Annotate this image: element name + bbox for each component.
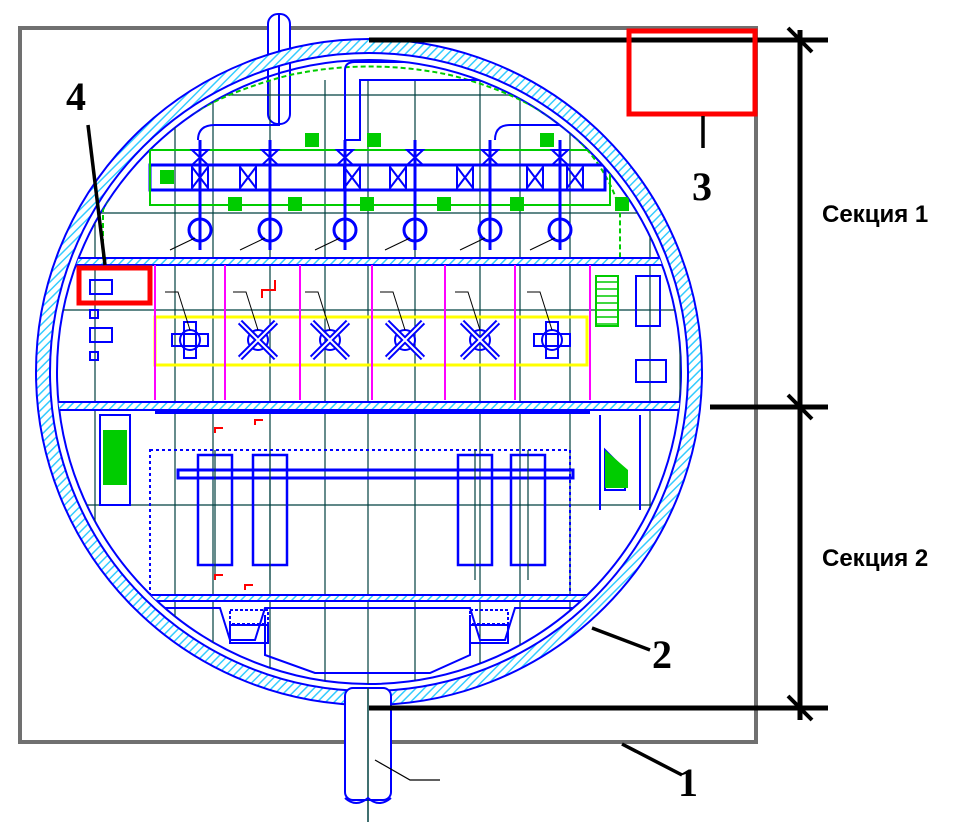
red-marker [214, 574, 223, 580]
cabinet [89, 309, 99, 319]
callout [239, 237, 266, 251]
label-3: 3 [692, 164, 712, 209]
bottom-drain-pipe [344, 687, 440, 822]
check-valve [549, 149, 571, 166]
gate-valve [239, 164, 257, 191]
callout [455, 291, 481, 331]
pump [229, 609, 269, 625]
gate-valve [566, 164, 584, 191]
cable-tray-arch [102, 65, 621, 260]
callout [380, 291, 406, 331]
label-2: 2 [652, 632, 672, 677]
stair-left [103, 430, 127, 485]
manifold-pipe [148, 163, 607, 192]
check-valve [259, 149, 281, 166]
section-2-label: Секция 2 [822, 545, 928, 572]
transformer-unit-cross [171, 321, 209, 359]
cabinet [89, 279, 113, 295]
highlight-box-4 [76, 265, 153, 306]
gate-valve [456, 164, 474, 191]
pump-valve [547, 217, 573, 243]
middle-floor-slab [57, 401, 681, 411]
green-pad [615, 197, 629, 211]
cabinet [635, 275, 661, 327]
red-marker [254, 419, 263, 425]
callout [233, 291, 259, 331]
label-1: 1 [678, 760, 698, 805]
tunnel-interior [57, 61, 681, 684]
green-pad [360, 197, 374, 211]
lower-bus-pipe [176, 468, 575, 480]
outer-frame [18, 26, 758, 744]
section-1-label: Секция 1 [822, 201, 928, 228]
pump-valve [332, 217, 358, 243]
stair-shaft-left [99, 414, 131, 506]
pump-valve [402, 217, 428, 243]
green-pad [540, 133, 554, 147]
gate-valve [526, 164, 544, 191]
label-leaders [86, 116, 705, 777]
transformer-unit-x-inner [311, 321, 349, 359]
gate-valve [191, 164, 209, 191]
check-valve [404, 149, 426, 166]
red-marker [261, 280, 276, 298]
green-pad [437, 197, 451, 211]
check-valve [479, 149, 501, 166]
callout [527, 291, 553, 331]
green-pad [160, 170, 174, 184]
transformer-unit-x-inner [386, 321, 424, 359]
callout [529, 237, 556, 251]
green-pad [305, 133, 319, 147]
stair-right [605, 450, 628, 488]
green-pad [288, 197, 302, 211]
upper-floor-slab [57, 257, 681, 266]
red-marker [214, 427, 223, 433]
cabinet [89, 351, 99, 361]
pump [469, 609, 509, 625]
manifold-frame [149, 149, 611, 206]
pump-valve [477, 217, 503, 243]
cabinet [635, 359, 667, 383]
callout [314, 237, 341, 251]
callout [384, 237, 411, 251]
highlight-box-3 [626, 28, 758, 117]
drainage-channel [125, 607, 612, 641]
green-pad [367, 133, 381, 147]
gate-valve [389, 164, 407, 191]
callout [165, 291, 191, 331]
transformer-unit-x-inner [461, 321, 499, 359]
lower-floor-slab [57, 594, 681, 602]
section-dimension-lines [369, 26, 828, 722]
check-valve [334, 149, 356, 166]
callout [459, 237, 486, 251]
pump-valve [187, 217, 213, 243]
pump-valve [257, 217, 283, 243]
red-marker [244, 584, 253, 590]
drainage-trough [264, 615, 471, 674]
green-pad [510, 197, 524, 211]
supply-pipes [197, 61, 640, 141]
cabinet [89, 327, 113, 343]
check-valve [189, 149, 211, 166]
top-vent-pipe [267, 13, 291, 125]
transformer-unit-cross [533, 321, 571, 359]
callout [169, 237, 196, 251]
transformer-unit-x-inner [239, 321, 277, 359]
green-pad [228, 197, 242, 211]
stair-ladder [595, 275, 619, 327]
label-4: 4 [66, 74, 86, 119]
callout [305, 291, 331, 331]
